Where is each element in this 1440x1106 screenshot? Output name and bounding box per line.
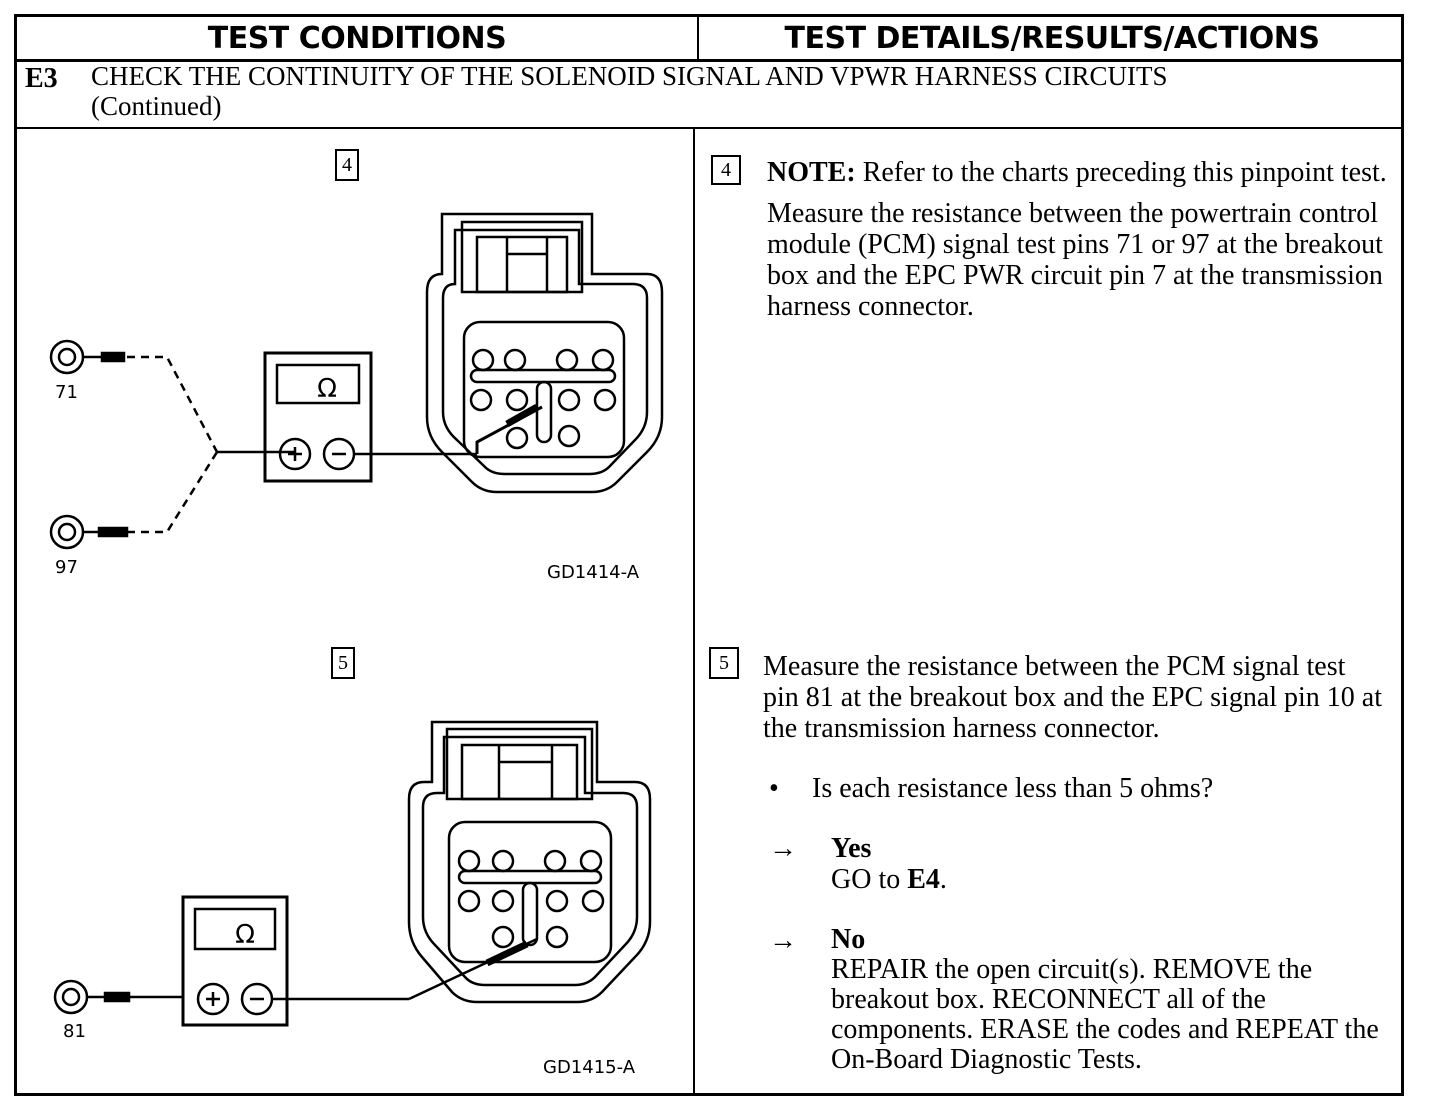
diagram-5-box-number: 5 bbox=[331, 647, 355, 679]
diagram-5-omega-symbol: Ω bbox=[235, 920, 255, 950]
title-rule bbox=[17, 127, 1401, 129]
detail-4-note: NOTE: Refer to the charts preceding this… bbox=[767, 157, 1392, 188]
diagram-4-box-number: 4 bbox=[335, 149, 359, 181]
detail-5-instruction: Measure the resistance between the PCM s… bbox=[763, 651, 1383, 744]
yes-action-prefix: GO to bbox=[831, 864, 908, 895]
detail-5-box-number: 5 bbox=[709, 647, 739, 679]
detail-4-instruction: Measure the resistance between the power… bbox=[767, 198, 1383, 322]
yes-label: Yes bbox=[831, 833, 872, 864]
diagram-4-pin-71-label: 71 bbox=[55, 382, 78, 403]
yes-action-suffix: . bbox=[939, 864, 947, 895]
diagram-5-figure-id: GD1415-A bbox=[543, 1057, 636, 1078]
diagram-4-meter-connector: Ω bbox=[49, 212, 664, 550]
detail-5-bullet: • bbox=[769, 773, 779, 804]
diagram-4-omega-symbol: Ω bbox=[317, 374, 337, 404]
yes-action-target: E4 bbox=[907, 864, 940, 895]
column-divider bbox=[693, 129, 695, 1096]
note-text: Refer to the charts preceding this pinpo… bbox=[855, 157, 1387, 188]
no-branch: No REPAIR the open circuit(s). REMOVE th… bbox=[831, 925, 1391, 1075]
step-title: CHECK THE CONTINUITY OF THE SOLENOID SIG… bbox=[91, 61, 1391, 121]
header-divider bbox=[697, 17, 699, 59]
diagram-4-pin-97-label: 97 bbox=[55, 557, 78, 578]
diagram-4-figure-id: GD1414-A bbox=[547, 562, 640, 583]
header-rule bbox=[17, 59, 1401, 62]
header-test-details: TEST DETAILS/RESULTS/ACTIONS bbox=[784, 20, 1320, 56]
step-id: E3 bbox=[25, 63, 58, 94]
detail-4-text: NOTE: Refer to the charts preceding this… bbox=[767, 157, 1392, 332]
yes-branch: Yes GO to E4. bbox=[831, 833, 1391, 895]
note-label: NOTE: bbox=[767, 157, 856, 188]
diagram-5-pin-81-label: 81 bbox=[63, 1021, 86, 1042]
step-title-line1: CHECK THE CONTINUITY OF THE SOLENOID SIG… bbox=[91, 61, 1168, 91]
step-title-line2: (Continued) bbox=[91, 91, 222, 121]
detail-4-box-number: 4 bbox=[711, 155, 741, 185]
no-action: REPAIR the open circuit(s). REMOVE the b… bbox=[831, 954, 1379, 1075]
yes-arrow: → bbox=[769, 833, 797, 864]
yes-action: GO to E4. bbox=[831, 864, 1391, 895]
detail-5-question: Is each resistance less than 5 ohms? bbox=[812, 773, 1214, 804]
test-sheet: TEST CONDITIONS TEST DETAILS/RESULTS/ACT… bbox=[14, 14, 1404, 1096]
no-arrow: → bbox=[769, 925, 797, 956]
diagram-5-meter-connector: Ω bbox=[53, 720, 652, 1027]
header-test-conditions: TEST CONDITIONS bbox=[207, 20, 507, 56]
no-label: No bbox=[831, 924, 866, 955]
